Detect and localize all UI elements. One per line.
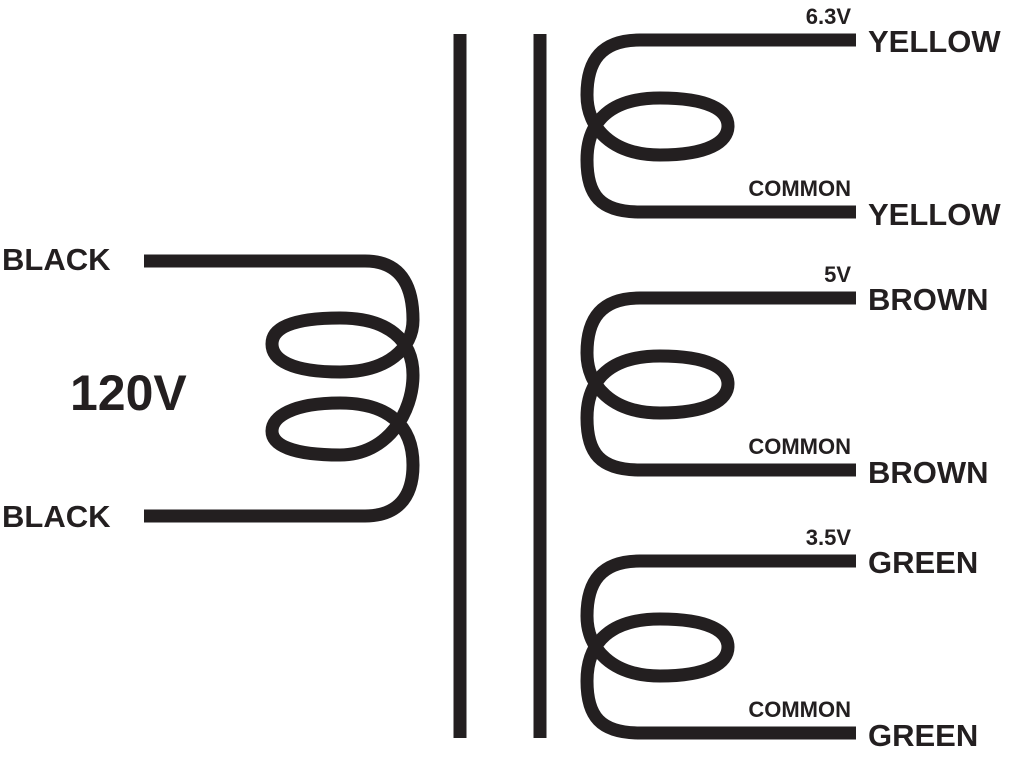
- secondary-voltage-label: 3.5V: [806, 525, 852, 550]
- secondary-common-label: COMMON: [748, 176, 851, 201]
- secondary-lead-top-label: YELLOW: [868, 24, 1001, 59]
- secondary-common-label: COMMON: [748, 697, 851, 722]
- secondary-coil: [580, 291, 856, 477]
- primary-coil: [144, 254, 420, 523]
- primary-lead-bottom-label: BLACK: [2, 499, 111, 534]
- primary-winding: BLACK BLACK 120V: [2, 242, 420, 534]
- primary-lead-top-label: BLACK: [2, 242, 111, 277]
- secondary-winding-1: 6.3V COMMON YELLOW YELLOW: [580, 4, 1001, 232]
- secondary-winding-3: 3.5V COMMON GREEN GREEN: [580, 525, 978, 753]
- secondary-voltage-label: 6.3V: [806, 4, 852, 29]
- secondary-common-label: COMMON: [748, 434, 851, 459]
- secondary-lead-bottom-label: GREEN: [868, 718, 978, 753]
- secondary-lead-top-label: GREEN: [868, 545, 978, 580]
- secondary-voltage-label: 5V: [824, 262, 851, 287]
- secondary-lead-bottom-label: YELLOW: [868, 197, 1001, 232]
- secondary-lead-top-label: BROWN: [868, 282, 989, 317]
- secondary-coil: [580, 33, 856, 219]
- secondary-winding-2: 5V COMMON BROWN BROWN: [580, 262, 989, 490]
- secondary-coil: [580, 554, 856, 740]
- secondary-lead-bottom-label: BROWN: [868, 455, 989, 490]
- primary-voltage-label: 120V: [70, 365, 187, 421]
